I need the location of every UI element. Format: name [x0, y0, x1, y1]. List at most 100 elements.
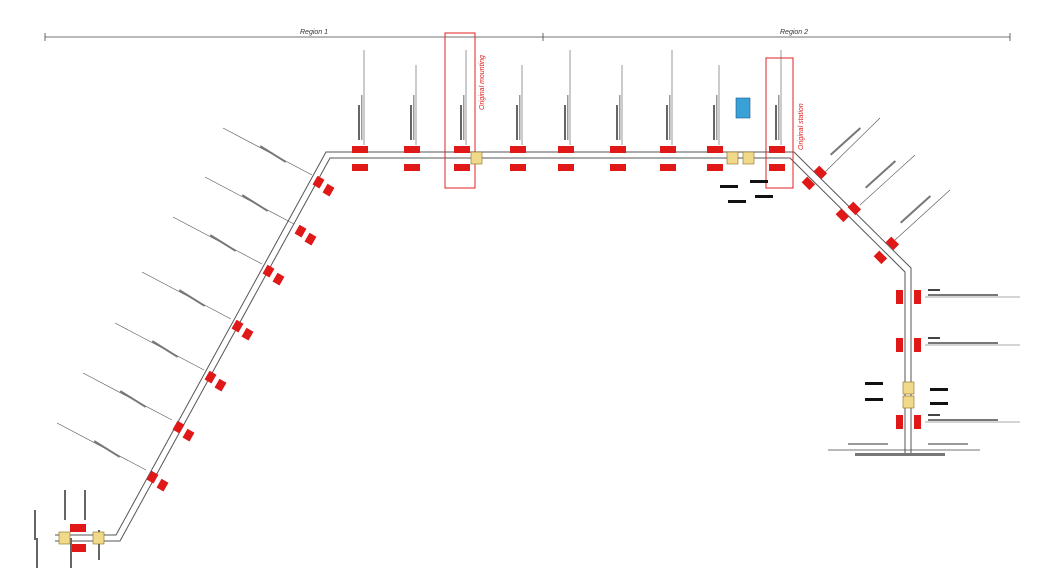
track-block-diagonal [813, 165, 828, 180]
switch-box [470, 151, 483, 165]
label-text-bar [516, 105, 518, 140]
label-text-bar [666, 105, 668, 140]
label-text-bar [413, 95, 415, 140]
track-block-diagonal [847, 201, 862, 216]
track-block-bottom [510, 164, 526, 171]
track-block-diagonal [312, 175, 325, 189]
switch-label-tag [865, 382, 883, 385]
label-text-bar [830, 127, 862, 156]
label-text-bar [84, 490, 86, 520]
switch-box [58, 531, 71, 545]
label-text-bar [928, 289, 940, 291]
track-block-diagonal [204, 370, 217, 384]
terminal-block [70, 544, 86, 552]
track-block-diagonal [304, 232, 317, 246]
track-block-diagonal [272, 272, 285, 286]
track-block-diagonal [801, 176, 816, 191]
switch-label-tag [930, 402, 948, 405]
switch-label-tag [930, 388, 948, 391]
track-block-vertical [896, 415, 903, 429]
switch-label-tag [720, 185, 738, 188]
label-text-bar [70, 538, 72, 568]
label-text-bar [928, 294, 998, 296]
track-block-diagonal [146, 470, 159, 484]
switch-box [902, 381, 915, 395]
track-block-diagonal [294, 224, 307, 238]
bottom-left-caption [848, 443, 888, 445]
bottom-termination-caption [855, 453, 945, 456]
label-text-bar [36, 538, 38, 568]
label-text-bar [928, 419, 998, 421]
label-text-bar [519, 95, 521, 140]
label-text-bar [64, 490, 66, 520]
region-2-label: Region 2 [780, 29, 808, 36]
label-text-bar [209, 234, 237, 252]
label-leader-line [859, 154, 916, 206]
label-text-bar [716, 95, 718, 140]
label-leaders-layer [34, 50, 1020, 568]
track-block-top [769, 146, 785, 153]
track-block-diagonal [214, 378, 227, 392]
original-mounting-label: Original mounting [479, 55, 486, 110]
track-block-bottom [769, 164, 785, 171]
label-text-bar [564, 105, 566, 140]
track-block-diagonal [182, 428, 195, 442]
bottom-right-caption [928, 443, 968, 445]
label-text-bar [899, 195, 932, 224]
track-block-diagonal [835, 208, 850, 223]
switch-box [742, 151, 755, 165]
label-text-bar [178, 289, 206, 307]
switch-label-tag [750, 180, 768, 183]
signal-marker [735, 97, 751, 119]
track-block-top [610, 146, 626, 153]
label-text-bar [567, 95, 569, 140]
track-block-bottom [352, 164, 368, 171]
track-block-top [454, 146, 470, 153]
label-text-bar [119, 390, 147, 408]
track-block-bottom [660, 164, 676, 171]
region-1-label: Region 1 [300, 29, 328, 36]
label-text-bar [928, 342, 998, 344]
track-block-diagonal [322, 183, 335, 197]
track-blocks-layer [70, 146, 921, 552]
track-block-bottom [707, 164, 723, 171]
track-block-bottom [610, 164, 626, 171]
region-dimension-line [44, 33, 1011, 41]
label-text-bar [361, 95, 363, 140]
track-block-vertical [914, 338, 921, 352]
track-block-top [558, 146, 574, 153]
label-text-bar [669, 95, 671, 140]
track-block-diagonal [241, 327, 254, 341]
switch-box [902, 395, 915, 409]
label-text-bar [410, 105, 412, 140]
switch-label-tag [728, 200, 746, 203]
label-text-bar [928, 414, 940, 416]
switch-box [92, 531, 105, 545]
track-block-bottom [558, 164, 574, 171]
original-mounting-box [444, 32, 476, 189]
label-text-bar [619, 95, 621, 140]
label-text-bar [358, 105, 360, 140]
original-station-label: Original station [798, 103, 805, 150]
label-text-bar [463, 95, 465, 140]
track-block-vertical [896, 290, 903, 304]
track-block-diagonal [262, 264, 275, 278]
track-block-vertical [914, 290, 921, 304]
label-text-bar [865, 160, 897, 189]
track-block-diagonal [231, 319, 244, 333]
track-block-vertical [914, 415, 921, 429]
label-leader-line [894, 189, 951, 241]
label-text-bar [778, 95, 780, 140]
track-block-top [352, 146, 368, 153]
label-text-bar [616, 105, 618, 140]
switch-label-tag [865, 398, 883, 401]
label-text-bar [34, 510, 36, 540]
track-block-diagonal [172, 420, 185, 434]
track-block-diagonal [873, 250, 888, 265]
track-block-bottom [454, 164, 470, 171]
track-block-top [510, 146, 526, 153]
label-text-bar [928, 337, 940, 339]
track-block-vertical [896, 338, 903, 352]
original-station-box [765, 57, 794, 189]
